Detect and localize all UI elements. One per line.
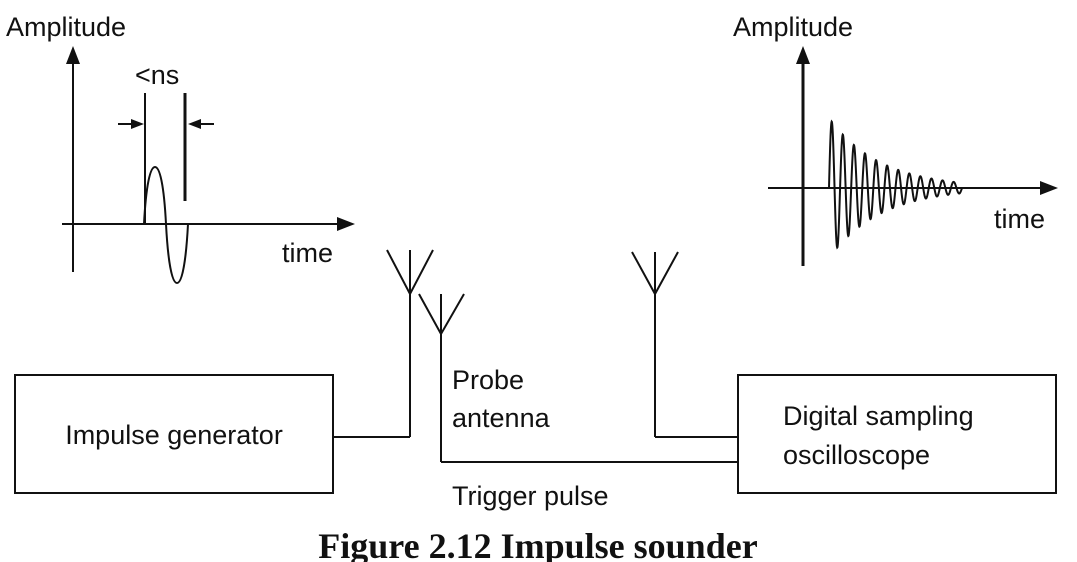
left-x-axis-label: time — [282, 238, 333, 268]
oscilloscope-label-line1: Digital sampling — [783, 401, 974, 431]
right-x-axis-arrowhead — [1040, 181, 1058, 195]
probe-antenna-label-line2: antenna — [452, 403, 551, 433]
monocycle-pulse — [143, 165, 189, 285]
left-x-axis-arrowhead — [337, 217, 355, 231]
received-response-plot: Amplitude time — [733, 12, 1058, 266]
width-arrow-right-head — [188, 119, 201, 129]
transmitted-pulse-plot: Amplitude time <ns — [6, 12, 355, 285]
pulse-width-label: <ns — [135, 60, 179, 90]
decaying-response-waveform — [828, 119, 963, 250]
probe-antenna-label-line1: Probe — [452, 365, 524, 395]
right-y-axis-arrowhead — [796, 46, 810, 64]
figure-caption: Figure 2.12 Impulse sounder — [318, 526, 757, 562]
oscilloscope-block: Digital sampling oscilloscope — [737, 374, 1057, 494]
receive-antenna — [631, 251, 679, 437]
left-y-axis-arrowhead — [66, 46, 80, 64]
probe-antenna — [418, 293, 465, 462]
impulse-generator-block: Impulse generator — [14, 374, 334, 494]
oscilloscope-box — [737, 374, 1057, 494]
right-x-axis-label: time — [994, 204, 1045, 234]
impulse-generator-label: Impulse generator — [65, 420, 283, 450]
right-y-axis-label: Amplitude — [733, 12, 853, 42]
oscilloscope-label-line2: oscilloscope — [783, 440, 930, 470]
transmit-antenna — [386, 249, 434, 437]
width-arrow-left-head — [131, 119, 144, 129]
trigger-pulse-label: Trigger pulse — [452, 481, 609, 511]
impulse-generator-box — [14, 374, 334, 494]
left-y-axis-label: Amplitude — [6, 12, 126, 42]
